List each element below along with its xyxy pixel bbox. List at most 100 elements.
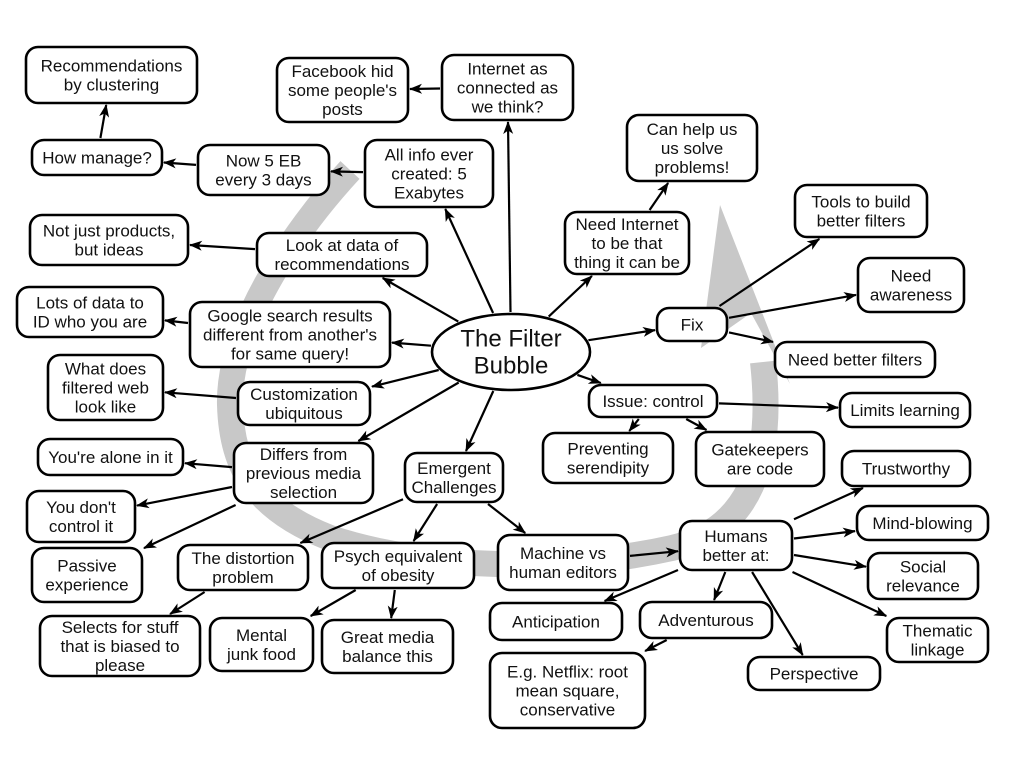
edge-look-at-data--not-just-products	[189, 240, 256, 251]
edge-internet-connected--facebook-hid	[409, 83, 441, 94]
node-shape	[488, 601, 624, 642]
node-shape	[38, 614, 202, 678]
node-trustworthy[interactable]: Trustworthy	[840, 449, 972, 488]
node-youre-alone[interactable]: You're alone in it	[36, 437, 185, 477]
node-shape	[625, 113, 759, 183]
edge-humans-better-at--mind-blowing	[793, 527, 856, 540]
edge-issue-control--limits-learning	[718, 402, 839, 413]
node-label: Limits learning	[850, 401, 960, 420]
node-shape	[403, 451, 505, 504]
node-shape	[655, 306, 729, 343]
edge-filter-bubble--issue-control	[577, 373, 602, 385]
node-shape	[188, 300, 392, 369]
node-perspective[interactable]: Perspective	[746, 655, 882, 692]
edge-how-manage--recommendations-clustering	[99, 104, 110, 139]
edge-filter-bubble--look-at-data	[381, 277, 459, 323]
node-how-manage[interactable]: How manage?	[30, 138, 164, 177]
node-adventurous[interactable]: Adventurous	[638, 600, 774, 640]
edge-filter-bubble--internet-connected	[503, 121, 514, 313]
node-shape	[208, 616, 315, 673]
node-label: Issue: control	[602, 392, 703, 411]
node-anticipation[interactable]: Anticipation	[488, 601, 624, 642]
node-need-better-filters[interactable]: Need better filters	[773, 340, 937, 379]
edge-emergent-challenges--distortion-problem	[299, 498, 404, 545]
node-label: Need better filters	[788, 351, 922, 370]
edge-adventurous--netflix-example	[644, 639, 668, 652]
edge-humans-better-at--trustworthy	[793, 486, 864, 521]
node-mind-blowing[interactable]: Mind-blowing	[855, 504, 990, 542]
node-shape	[694, 430, 826, 488]
node-shape	[855, 504, 990, 542]
edge-differs-from--passive-experience	[143, 504, 237, 550]
edge-need-internet--can-help-us	[648, 182, 670, 211]
edge-humans-better-at--perspective	[751, 571, 804, 656]
node-shape	[236, 380, 372, 427]
node-limits-learning[interactable]: Limits learning	[838, 391, 972, 429]
edge-differs-from--youre-alone	[184, 459, 233, 470]
edge-humans-better-at--adventurous	[713, 571, 727, 601]
edge-humans-better-at--anticipation	[603, 568, 679, 603]
edge-filter-bubble--customization	[371, 368, 439, 389]
node-issue-control[interactable]: Issue: control	[587, 383, 719, 419]
edge-emergent-challenges--psych-equivalent	[412, 503, 439, 542]
node-shape	[36, 437, 185, 477]
node-shape	[24, 45, 199, 105]
node-fix[interactable]: Fix	[655, 306, 729, 343]
node-shape	[232, 441, 375, 505]
node-shape	[866, 551, 980, 601]
node-label: Trustworthy	[862, 460, 951, 479]
center-topic-shape	[430, 312, 592, 392]
node-label: Adventurous	[658, 611, 753, 630]
edge-distortion-problem--selects-for-stuff	[169, 591, 206, 615]
node-shape	[176, 543, 310, 592]
node-shape	[587, 383, 719, 419]
node-shape	[563, 210, 691, 276]
node-not-just-products[interactable]: Not just products,but ideas	[28, 213, 190, 267]
